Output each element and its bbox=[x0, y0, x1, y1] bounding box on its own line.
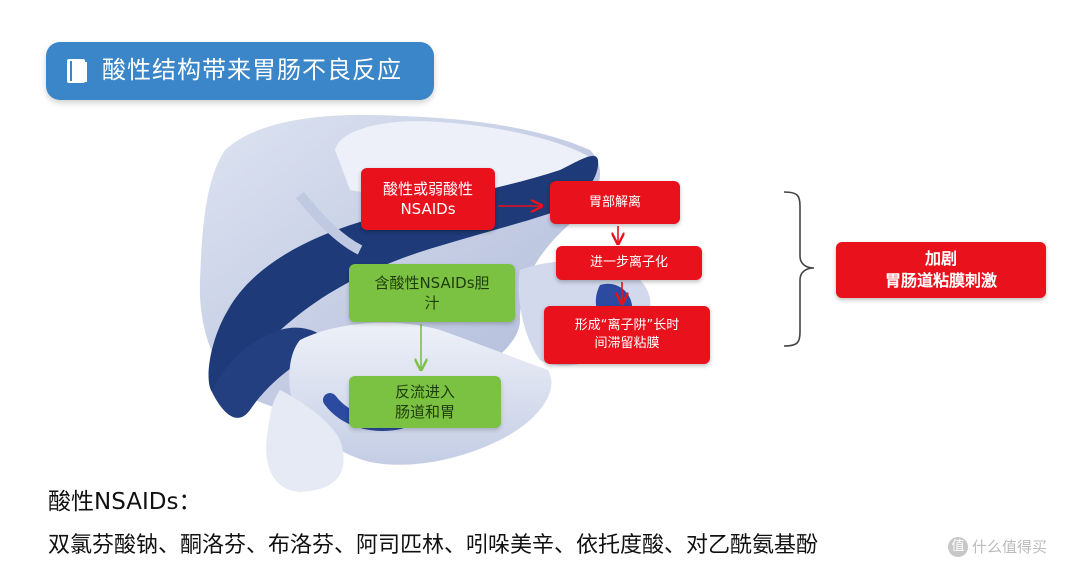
title-banner: 酸性结构带来胃肠不良反应 bbox=[46, 42, 434, 100]
ion-trap-label: 形成“离子阱”长时 间滞留粘膜 bbox=[574, 318, 680, 351]
reflux-box: 反流进入 肠道和胃 bbox=[349, 376, 501, 428]
mucosa-irritation-label: 加剧 胃肠道粘膜刺激 bbox=[884, 249, 997, 290]
acidic-bile-box: 含酸性NSAIDs胆 汁 bbox=[349, 264, 515, 322]
watermark-text: 什么值得买 bbox=[972, 538, 1048, 556]
further-ionization-label: 进一步离子化 bbox=[589, 255, 668, 270]
stomach-dissociation-box: 胃部解离 bbox=[550, 181, 680, 224]
stomach-dissociation-label: 胃部解离 bbox=[588, 194, 641, 210]
acidic-nsaids-label: 酸性或弱酸性 NSAIDs bbox=[382, 180, 473, 218]
watermark: 值 什么值得买 bbox=[948, 536, 1047, 557]
further-ionization-box: 进一步离子化 bbox=[556, 246, 702, 280]
nsaids-list-heading: 酸性NSAIDs： bbox=[48, 489, 202, 515]
nsaids-list-items: 双氯芬酸钠、酮洛芬、布洛芬、阿司匹林、吲哚美辛、依托度酸、对乙酰氨基酚 bbox=[48, 533, 819, 558]
page-title: 酸性结构带来胃肠不良反应 bbox=[102, 56, 402, 84]
acidic-nsaids-box: 酸性或弱酸性 NSAIDs bbox=[361, 168, 495, 230]
bracket bbox=[783, 191, 815, 347]
watermark-icon: 值 bbox=[948, 536, 968, 557]
mucosa-irritation-box: 加剧 胃肠道粘膜刺激 bbox=[836, 242, 1046, 298]
reflux-label: 反流进入 肠道和胃 bbox=[394, 383, 455, 421]
acidic-bile-label: 含酸性NSAIDs胆 汁 bbox=[374, 274, 490, 312]
ion-trap-box: 形成“离子阱”长时 间滞留粘膜 bbox=[544, 306, 710, 364]
book-icon bbox=[67, 59, 87, 83]
